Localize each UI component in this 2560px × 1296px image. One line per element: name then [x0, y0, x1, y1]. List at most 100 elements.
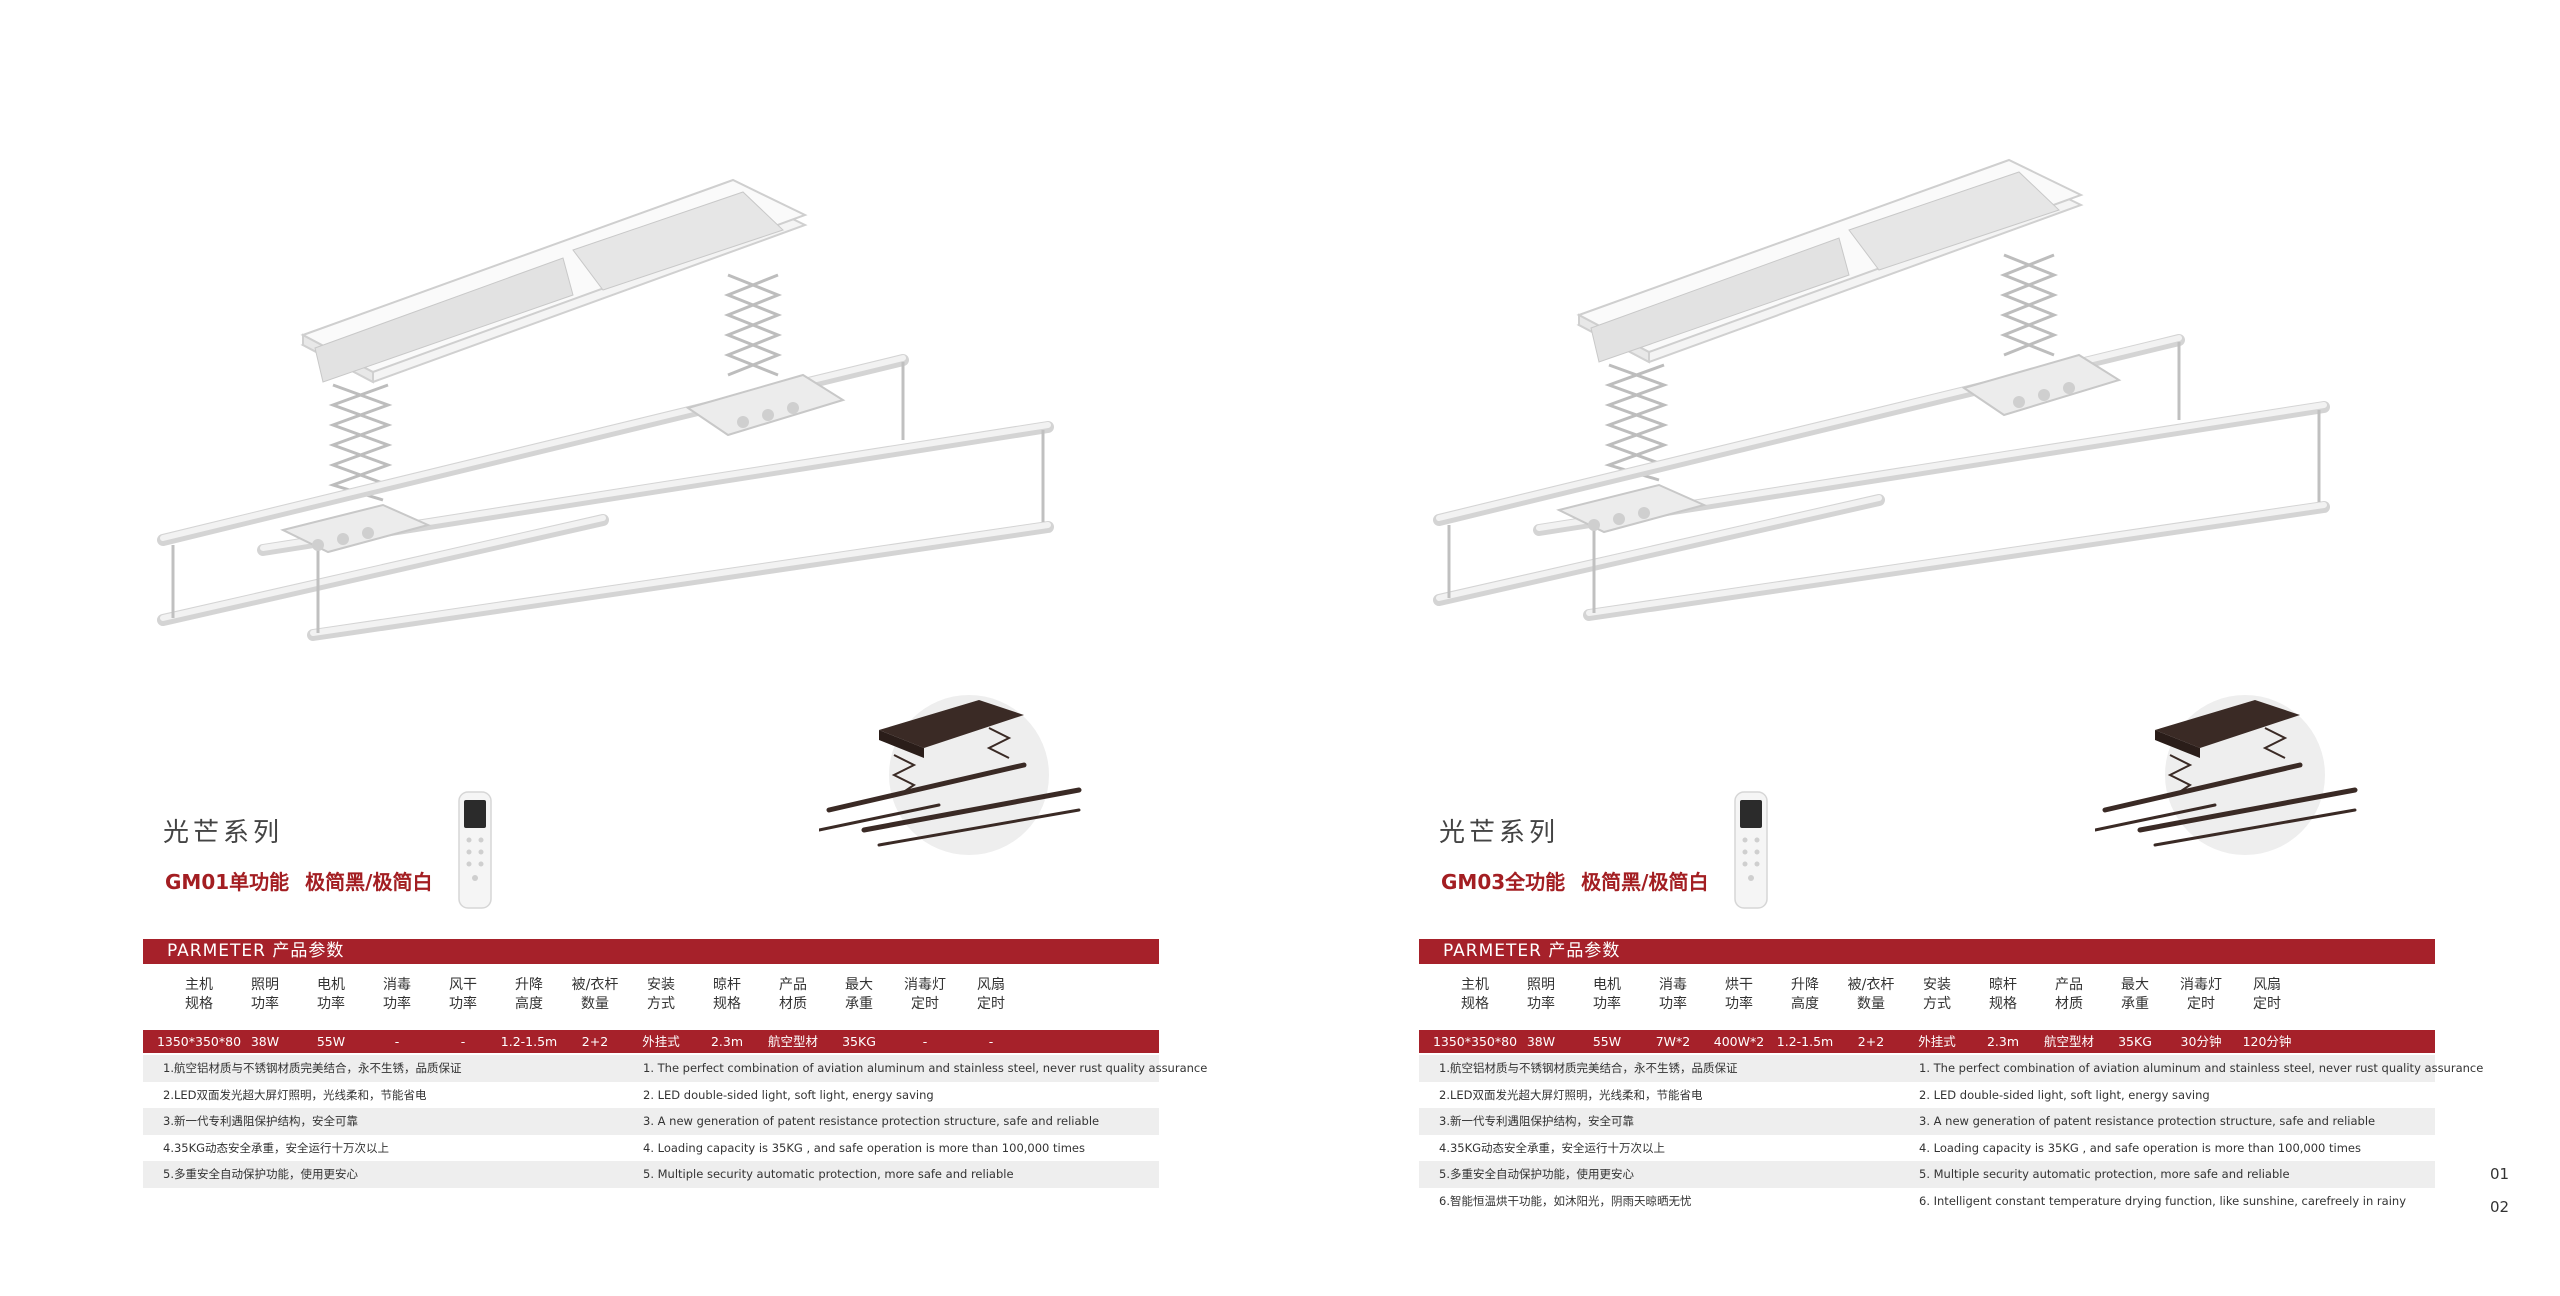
parameter-header-line: 规格 — [713, 996, 741, 1012]
parameter-value: 38W — [250, 1034, 280, 1049]
parameter-value: 2+2 — [1857, 1034, 1885, 1049]
product-image-container — [143, 150, 1103, 650]
parameter-header: 照明功率 — [237, 976, 293, 1014]
parameter-header-line: 被/衣杆 — [1847, 977, 1895, 993]
parameter-value: 2.3m — [710, 1034, 744, 1049]
parameter-header: 消毒灯定时 — [2173, 976, 2229, 1014]
parameter-value: 1.2-1.5m — [1776, 1034, 1834, 1049]
parameter-header-line: 功率 — [449, 996, 477, 1012]
feature-text-en: 6. Intelligent constant temperature dryi… — [1919, 1193, 2406, 1208]
page-number-02: 02 — [2490, 1198, 2510, 1216]
parameter-header-line: 被/衣杆 — [571, 977, 619, 993]
parameter-header: 风扇定时 — [963, 976, 1019, 1014]
parameter-header: 消毒灯定时 — [897, 976, 953, 1014]
parameter-value: - — [922, 1034, 928, 1049]
black-rack-thumbnail — [817, 695, 1082, 855]
remote-container — [1731, 790, 1771, 910]
parameter-header-line: 烘干 — [1725, 977, 1753, 993]
parameter-header-line: 功率 — [317, 996, 345, 1012]
remote-control-image — [458, 791, 492, 909]
parameter-header: 晾杆规格 — [1975, 976, 2031, 1014]
thumbnail-container — [2093, 680, 2375, 860]
parameter-column-headers: 主机规格照明功率电机功率消毒功率烘干功率升降高度被/衣杆数量安装方式晾杆规格产品… — [1419, 976, 2435, 1016]
parameter-header-line: 晾杆 — [1989, 977, 2017, 993]
parameter-header-line: 风扇 — [2253, 977, 2281, 993]
parameter-header-line: 最大 — [845, 977, 873, 993]
parameter-value: 55W — [1592, 1034, 1622, 1049]
feature-text-zh: 2.LED双面发光超大屏灯照明，光线柔和，节能省电 — [163, 1087, 427, 1102]
parameter-header-line: 安装 — [1923, 977, 1951, 993]
parameter-header-line: 高度 — [515, 996, 543, 1012]
feature-text-zh: 4.35KG动态安全承重，安全运行十万次以上 — [1439, 1140, 1666, 1155]
parameter-header: 安装方式 — [633, 976, 689, 1014]
parameter-header-line: 消毒 — [383, 977, 411, 993]
feature-text-en: 3. A new generation of patent resistance… — [1919, 1114, 2376, 1128]
parameter-header-line: 功率 — [383, 996, 411, 1012]
parameter-header-line: 升降 — [1791, 977, 1819, 993]
parameter-header: 风扇定时 — [2239, 976, 2295, 1014]
model-name: GM03全功能 — [1441, 870, 1566, 894]
parameter-header-line: 照明 — [1527, 977, 1555, 993]
parameter-header-line: 消毒灯 — [904, 977, 946, 993]
parameter-header: 最大承重 — [2107, 976, 2163, 1014]
parameter-value: 30分钟 — [2180, 1034, 2222, 1049]
parameter-value: 外挂式 — [1918, 1034, 1956, 1049]
clothes-rack-image — [157, 178, 1054, 641]
parameter-header-line: 定时 — [977, 996, 1005, 1012]
black-rack-thumbnail — [2093, 695, 2358, 855]
parameter-header: 主机规格 — [1447, 976, 1503, 1014]
parameter-header-bar: PARMETER 产品参数 — [1419, 939, 2435, 964]
parameter-header: 产品材质 — [765, 976, 821, 1014]
parameter-value: 外挂式 — [642, 1034, 680, 1049]
parameter-header-line: 产品 — [779, 977, 807, 993]
parameter-value: 55W — [316, 1034, 346, 1049]
parameter-header-line: 照明 — [251, 977, 279, 993]
parameter-header: 升降高度 — [501, 976, 557, 1014]
parameter-header-line: 数量 — [581, 996, 609, 1012]
feature-text-zh: 6.智能恒温烘干功能，如沐阳光，阴雨天晾晒无忧 — [1439, 1193, 1692, 1208]
remote-control-image — [1734, 791, 1768, 909]
parameter-header-line: 消毒 — [1659, 977, 1687, 993]
parameter-header-line: 升降 — [515, 977, 543, 993]
parameter-header: 照明功率 — [1513, 976, 1569, 1014]
feature-text-en: 1. The perfect combination of aviation a… — [643, 1061, 1208, 1075]
parameter-column-headers: 主机规格照明功率电机功率消毒功率风干功率升降高度被/衣杆数量安装方式晾杆规格产品… — [143, 976, 1159, 1016]
feature-text-zh: 3.新一代专利遇阻保护结构，安全可靠 — [163, 1114, 358, 1128]
parameter-header: 电机功率 — [1579, 976, 1635, 1014]
parameter-header-line: 功率 — [1527, 996, 1555, 1012]
feature-text-zh: 2.LED双面发光超大屏灯照明，光线柔和，节能省电 — [1439, 1087, 1703, 1102]
parameter-header-bar: PARMETER 产品参数 — [143, 939, 1159, 964]
parameter-header-line: 晾杆 — [713, 977, 741, 993]
parameter-header-line: 数量 — [1857, 996, 1885, 1012]
feature-list: 1.航空铝材质与不锈钢材质完美结合，永不生锈，品质保证 1. The perfec… — [1419, 1055, 2483, 1215]
parameter-header: 升降高度 — [1777, 976, 1833, 1014]
parameter-value: 航空型材 — [2043, 1034, 2094, 1049]
parameter-header-line: 规格 — [1989, 996, 2017, 1012]
parameter-header: 被/衣杆数量 — [1843, 976, 1899, 1014]
feature-text-zh: 1.航空铝材质与不锈钢材质完美结合，永不生锈，品质保证 — [1439, 1061, 1738, 1075]
feature-text-en: 5. Multiple security automatic protectio… — [643, 1167, 1014, 1181]
parameter-header-line: 规格 — [185, 996, 213, 1012]
feature-row: 6.智能恒温烘干功能，如沐阳光，阴雨天晾晒无忧 6. Intelligent co… — [1419, 1188, 2435, 1215]
parameter-value: 1350*350*80 — [1432, 1034, 1518, 1049]
parameter-header-line: 消毒灯 — [2180, 977, 2222, 993]
series-title: 光芒系列 — [163, 818, 284, 848]
parameter-header-line: 电机 — [1593, 977, 1621, 993]
page-gm03: 光芒系列 GM03全功能极简黑/极简白 PARMETER 产品参数 主机规格照明… — [1419, 0, 2483, 1296]
parameter-value: 1.2-1.5m — [500, 1034, 558, 1049]
feature-text-en: 1. The perfect combination of aviation a… — [1919, 1061, 2484, 1075]
parameter-value: 35KG — [2118, 1034, 2152, 1049]
parameter-value: 1350*350*80 — [156, 1034, 242, 1049]
feature-text-zh: 5.多重安全自动保护功能，使用更安心 — [163, 1167, 358, 1181]
parameter-value: 航空型材 — [767, 1034, 818, 1049]
parameter-header: 消毒功率 — [369, 976, 425, 1014]
parameter-header-line: 材质 — [779, 996, 807, 1012]
